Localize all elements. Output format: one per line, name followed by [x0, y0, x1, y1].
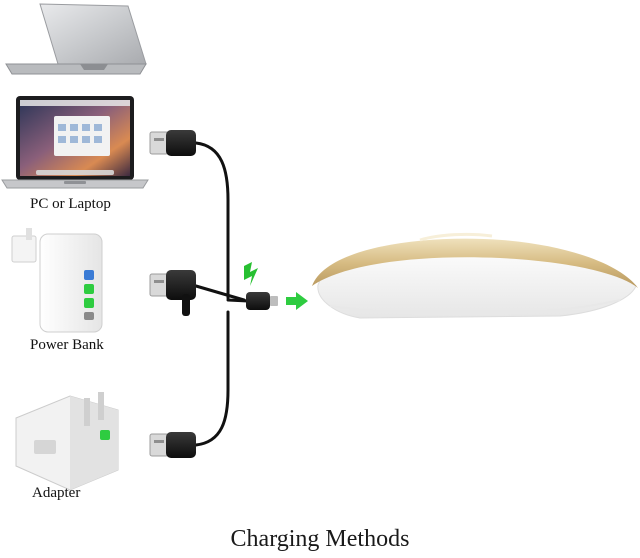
closed-laptop-icon: [5, 3, 147, 75]
label-power-bank: Power Bank: [30, 337, 104, 353]
label-pc-or-laptop: PC or Laptop: [30, 196, 111, 212]
green-arrow-icon: [286, 292, 308, 310]
laptop-icon: [1, 96, 149, 189]
label-adapter: Adapter: [32, 485, 81, 501]
wall-adapter-icon: [15, 392, 119, 491]
charging-spark-icon: [244, 262, 258, 286]
wireless-mouse-icon: [312, 232, 638, 319]
usb-plug-icon: [149, 270, 196, 316]
power-bank-icon: [11, 228, 103, 333]
usb-plug-icon: [149, 130, 196, 156]
charging-cable: [194, 141, 250, 447]
caption-title: Charging Methods: [230, 526, 410, 552]
usb-plug-icon: [149, 432, 196, 458]
micro-usb-connector-icon: [246, 292, 278, 310]
